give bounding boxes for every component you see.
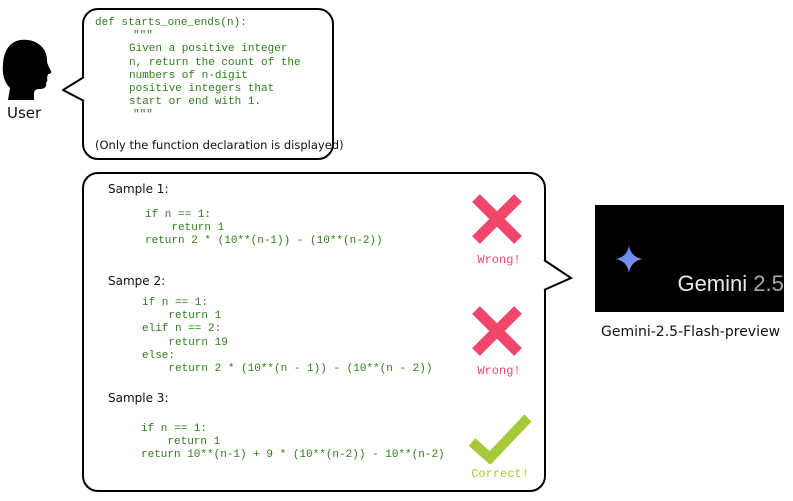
gemini-version: 2.5: [753, 271, 784, 296]
docstring-line: Given a positive integer: [129, 43, 288, 56]
prompt-note: (Only the function declaration is displa…: [95, 138, 344, 152]
docstring-close: """: [133, 109, 153, 122]
docstring-line: numbers of n-digit: [129, 69, 248, 82]
docstring-line: n, return the count of the: [129, 56, 301, 69]
gemini-name: Gemini: [677, 271, 748, 296]
code-line: return 2 * (10**(n - 1)) - (10**(n - 2)): [142, 363, 433, 376]
code-line: return 1: [145, 222, 225, 235]
sample-1-verdict: Wrong!: [477, 253, 521, 267]
code-line: if n == 1:: [141, 423, 208, 435]
sample-3-check-icon: [468, 414, 532, 464]
code-line: else:: [142, 349, 176, 362]
code-line: return 10**(n-1) + 9 * (10**(n-2)) - 10*…: [141, 449, 445, 462]
sample-2-title: Sampe 2:: [108, 274, 166, 288]
sample-3-code: if n == 1: return 1 return 10**(n-1) + 9…: [141, 423, 445, 463]
code-line: return 1: [141, 436, 221, 449]
code-line: if n == 1:: [142, 297, 209, 309]
sample-3-title: Sample 3:: [108, 391, 169, 405]
user-avatar: [2, 38, 52, 100]
gemini-sparkle-icon: [615, 245, 643, 273]
user-bubble-pointer: [62, 76, 85, 102]
code-line: return 2 * (10**(n-1)) - (10**(n-2)): [145, 235, 383, 248]
code-line: return 19: [142, 336, 228, 349]
model-bubble-pointer: [543, 259, 573, 291]
docstring-line: start or end with 1.: [129, 96, 262, 109]
user-prompt-bubble: [82, 8, 334, 160]
code-line: if n == 1:: [145, 209, 212, 221]
prompt-code: def starts_one_ends(n): """ Given a posi…: [95, 17, 301, 123]
docstring-body: Given a positive integer n, return the c…: [95, 43, 301, 109]
docstring-line: positive integers that: [129, 83, 275, 96]
sample-1-title: Sample 1:: [108, 182, 169, 196]
sample-1-code: if n == 1: return 1 return 2 * (10**(n-1…: [145, 209, 383, 249]
gemini-wordmark: Gemini 2.5: [653, 245, 784, 323]
model-response-bubble: [82, 172, 546, 492]
sample-2-code: if n == 1: return 1 elif n == 2: return …: [142, 297, 432, 376]
model-caption: Gemini-2.5-Flash-preview: [601, 324, 781, 340]
code-line: return 1: [142, 310, 222, 323]
model-logo: Gemini 2.5: [595, 205, 784, 312]
user-label: User: [7, 104, 42, 122]
sample-3-verdict: Correct!: [471, 467, 529, 481]
sample-2-cross-icon: [472, 306, 522, 356]
docstring-open: """: [133, 30, 153, 43]
sample-2-verdict: Wrong!: [477, 364, 521, 378]
sample-1-cross-icon: [472, 194, 522, 244]
prompt-signature: def starts_one_ends(n):: [95, 17, 247, 29]
user-head-icon: [2, 39, 52, 100]
code-line: elif n == 2:: [142, 323, 222, 336]
